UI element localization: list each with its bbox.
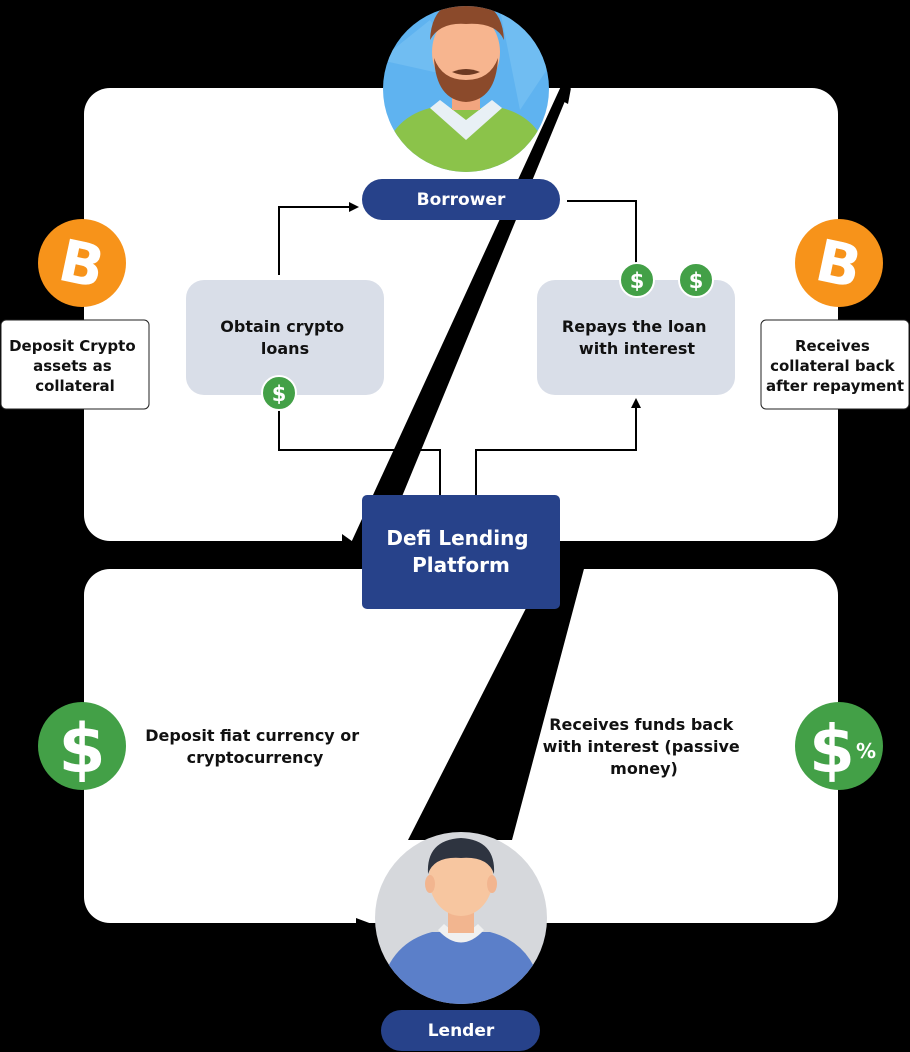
lender-label-pill: [381, 1010, 540, 1051]
lender-label: Lender: [428, 1021, 495, 1041]
dollar-coin-icon: $: [261, 375, 297, 411]
repays-loan-box: [537, 280, 735, 395]
defi-platform-box: [362, 495, 560, 609]
borrower-panel-arrow-tip: [557, 88, 571, 104]
dollar-coin-icon: $: [678, 262, 714, 298]
line-platform-to-obtain: [278, 407, 441, 495]
dollar-percent-coin-icon: $ %: [795, 702, 883, 790]
receives-collateral-text: Receives collateral back after repayment: [766, 337, 904, 395]
svg-text:$: $: [630, 269, 645, 293]
svg-text:$: $: [809, 711, 855, 788]
lender-avatar: [375, 832, 547, 1004]
deposit-crypto-text: Deposit Crypto assets as collateral: [9, 337, 141, 395]
receives-collateral-box: [760, 319, 910, 410]
diagonal-divider-bottom: [408, 565, 585, 840]
svg-text:$: $: [272, 382, 287, 406]
deposit-fiat-text: Deposit fiat currency or cryptocurrency: [145, 726, 365, 767]
svg-text:$: $: [689, 269, 704, 293]
bitcoin-coin-icon: B: [38, 219, 126, 307]
receives-funds-text: Receives funds back with interest (passi…: [543, 715, 746, 778]
obtain-loans-box: [186, 280, 384, 395]
lender-panel-arrow-tip: [356, 918, 372, 930]
bitcoin-coin-icon: B: [795, 219, 883, 307]
deposit-crypto-box: [0, 319, 150, 410]
borrower-label-pill: [362, 179, 560, 220]
dollar-coin-icon: $: [38, 702, 126, 790]
line-borrower-to-repay: [567, 200, 637, 265]
borrower-label: Borrower: [417, 190, 506, 210]
repays-loan-text: Repays the loan with interest: [562, 317, 712, 358]
defi-platform-text: Defi Lending Platform: [386, 526, 535, 577]
svg-text:%: %: [856, 739, 876, 763]
platform-panel-arrow-tip: [342, 534, 356, 548]
borrower-avatar: [383, 6, 549, 172]
obtain-loans-text: Obtain crypto loans: [220, 317, 349, 358]
arrow-obtain-to-borrower: [278, 202, 359, 275]
arrow-platform-to-repay: [475, 398, 641, 495]
dollar-coin-icon: $: [619, 262, 655, 298]
funds-panel-arrow-tip: [572, 566, 584, 580]
svg-text:$: $: [58, 710, 105, 789]
